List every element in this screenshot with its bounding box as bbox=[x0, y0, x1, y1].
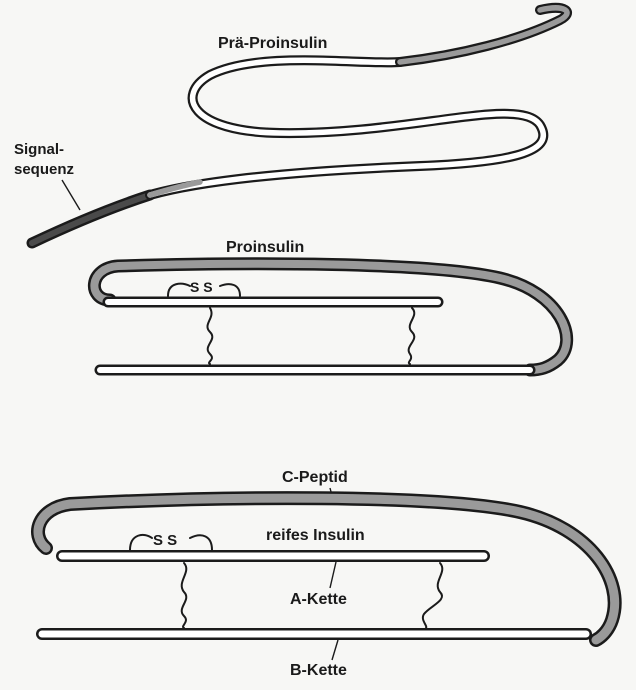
prae-proinsulin-end-segment bbox=[400, 8, 567, 62]
prae-proinsulin-label: Prä-Proinsulin bbox=[218, 35, 327, 52]
proinsulin-structure: S S bbox=[94, 264, 566, 370]
mature-interchain-bond-1 bbox=[182, 563, 187, 628]
proinsulin-c-peptide-loop bbox=[94, 264, 566, 370]
mature-intrachain-disulfide: S S bbox=[130, 532, 212, 550]
proinsulin-interchain-bond-1 bbox=[207, 308, 212, 364]
signal-label-line2: sequenz bbox=[14, 161, 74, 178]
a-kette-leader-line bbox=[330, 562, 336, 588]
mature-insulin-structure: S S bbox=[42, 532, 586, 634]
prae-proinsulin-chain bbox=[150, 60, 543, 195]
proinsulin-intrachain-disulfide: S S bbox=[168, 279, 240, 296]
signal-sequence-segment bbox=[32, 195, 150, 243]
proinsulin-interchain-bond-2 bbox=[409, 308, 415, 364]
proinsulin-ss-label: S S bbox=[190, 279, 213, 295]
signal-label-line1: Signal- bbox=[14, 141, 64, 158]
a-kette-label: A-Kette bbox=[290, 591, 347, 608]
b-kette-leader-line bbox=[332, 640, 338, 660]
mature-ss-label: S S bbox=[153, 532, 177, 549]
proinsulin-label: Proinsulin bbox=[226, 239, 304, 256]
c-peptide-strand bbox=[38, 498, 615, 640]
c-peptid-label: C-Peptid bbox=[282, 469, 348, 486]
mature-interchain-bond-2 bbox=[423, 563, 442, 628]
b-kette-label: B-Kette bbox=[290, 662, 347, 679]
signal-leader-line bbox=[62, 180, 80, 210]
reifes-insulin-label: reifes Insulin bbox=[266, 527, 365, 544]
